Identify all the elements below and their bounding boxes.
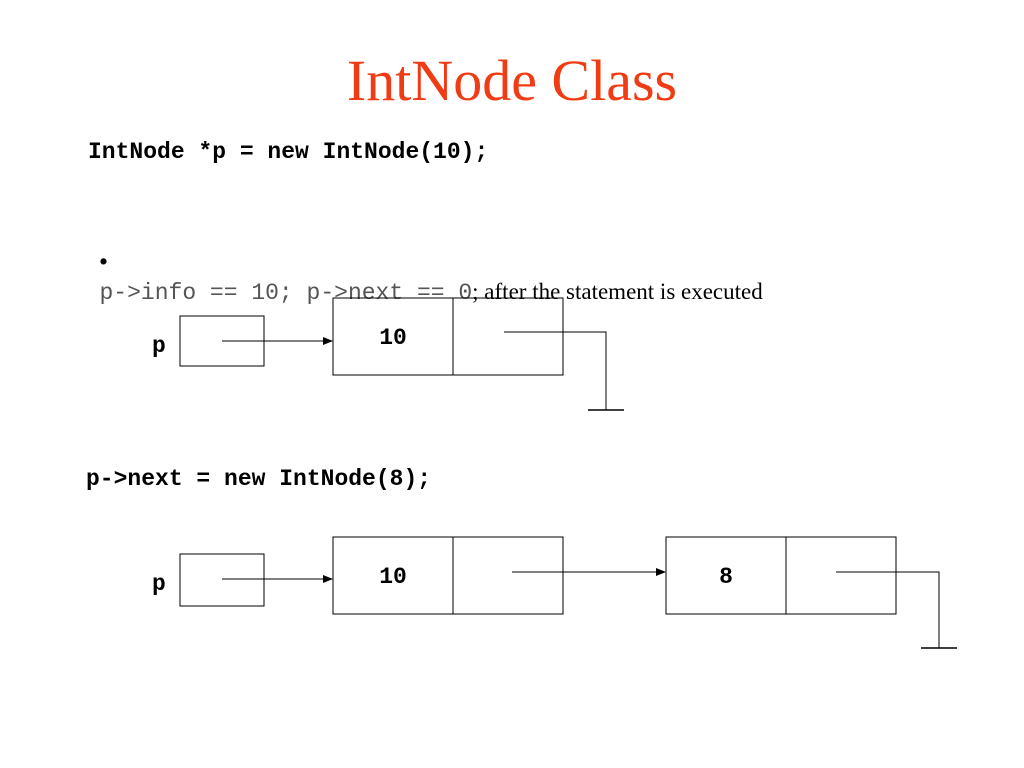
info-value: 8 — [719, 564, 733, 590]
bullet-marker: • — [99, 248, 108, 274]
next-field — [785, 536, 897, 615]
pointer-label-p: p — [152, 571, 166, 597]
pointer-label-p: p — [152, 333, 166, 359]
bullet-code: p->info == 10; p->next == 0 — [99, 280, 473, 306]
null-link — [836, 571, 940, 648]
bullet-text: ; after the statement is executed — [472, 279, 763, 304]
slide-title: IntNode Class — [346, 48, 678, 113]
node-10: 10 — [332, 536, 564, 615]
bullet-point: • p->info == 10; p->next == 0; after the… — [88, 216, 763, 308]
next-field — [452, 536, 564, 615]
statement-new-node-8: p->next = new IntNode(8); — [86, 466, 432, 492]
node-10: 10 — [332, 297, 564, 376]
info-value: 10 — [379, 564, 407, 590]
diagram-1: p 10 — [152, 297, 624, 411]
statement-new-node-10: IntNode *p = new IntNode(10); — [88, 139, 489, 165]
next-field — [452, 297, 564, 376]
info-value: 10 — [379, 325, 407, 351]
diagram-2: p 10 8 — [152, 536, 957, 649]
node-8: 8 — [665, 536, 897, 615]
null-link — [504, 331, 607, 410]
pointer-box — [179, 553, 265, 607]
